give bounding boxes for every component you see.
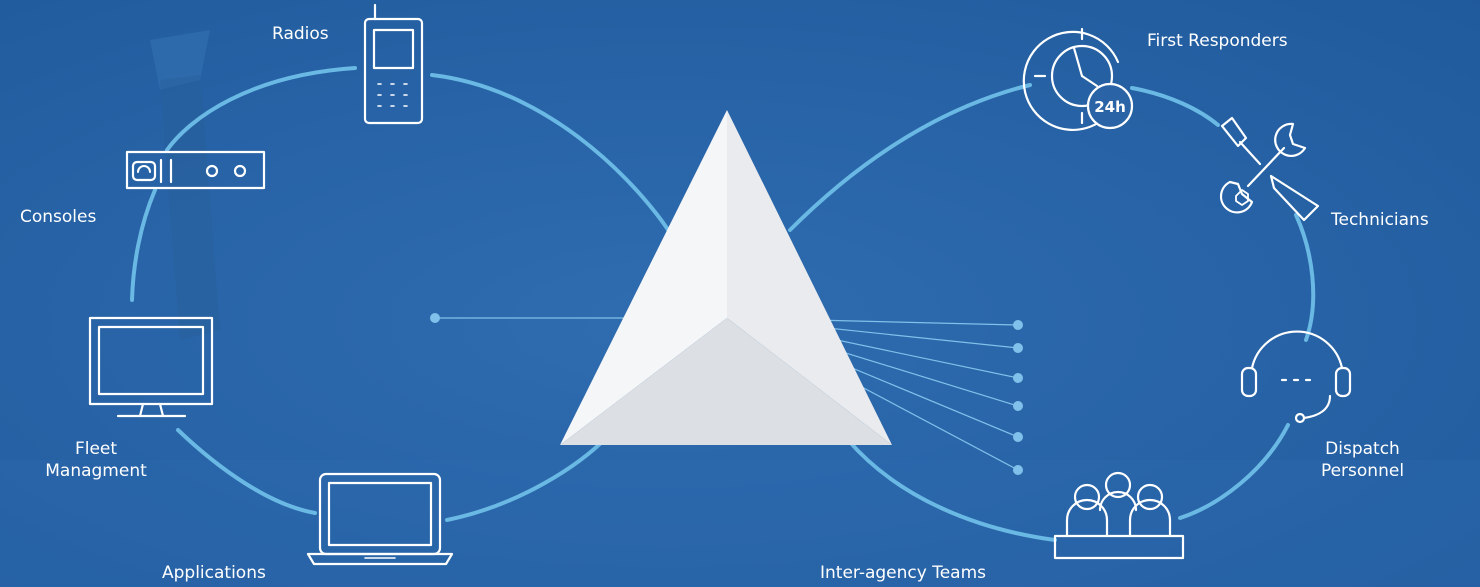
beam-output-dots — [1013, 320, 1023, 475]
tools-icon — [1219, 116, 1320, 222]
label-radios: Radios — [272, 24, 329, 44]
label-fleet-line1: Fleet — [74, 439, 118, 459]
monitor-icon — [88, 316, 214, 418]
label-technicians: Technicians — [1331, 210, 1429, 230]
label-dispatch-personnel: Dispatch Personnel — [1300, 438, 1425, 482]
svg-text:24h: 24h — [1094, 98, 1126, 116]
clock-24h-icon: 24h — [1022, 27, 1134, 131]
infinity-loop — [130, 66, 1316, 542]
label-fleet-line2: Managment — [45, 461, 147, 481]
label-dispatch-line2: Personnel — [1320, 461, 1405, 481]
label-first-responders: First Responders — [1147, 31, 1288, 51]
headset-icon — [1240, 330, 1352, 424]
laptop-icon — [306, 472, 454, 566]
radio-icon — [363, 3, 424, 125]
label-applications: Applications — [162, 563, 266, 583]
beam-input-dot — [430, 313, 440, 323]
console-icon — [125, 150, 266, 190]
label-dispatch-line1: Dispatch — [1325, 439, 1400, 459]
label-consoles: Consoles — [20, 207, 97, 227]
label-inter-agency-teams: Inter-agency Teams — [820, 563, 986, 583]
label-fleet-management: Fleet Managment — [26, 438, 166, 482]
team-icon — [1053, 471, 1185, 560]
prism-icon — [560, 110, 892, 445]
